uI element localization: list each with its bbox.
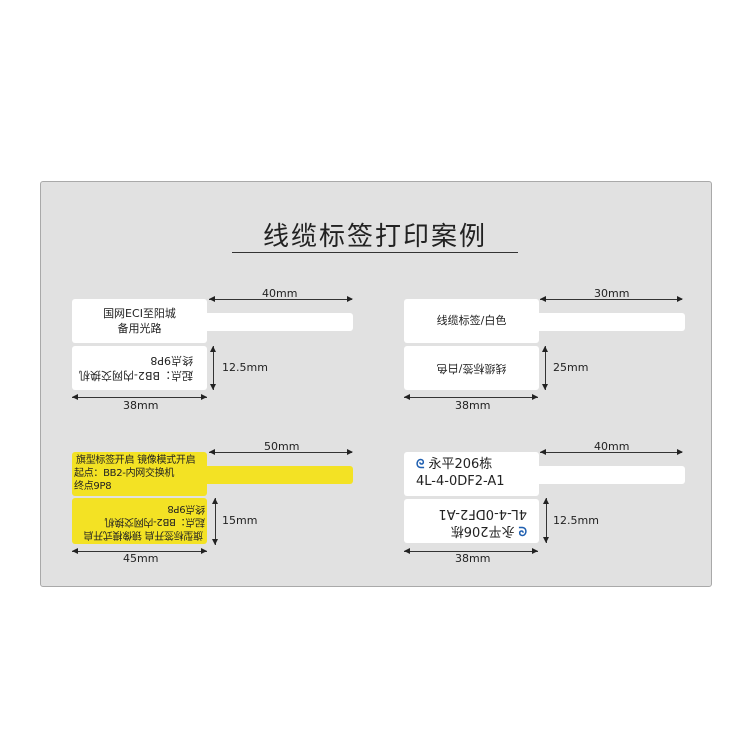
label-head-mirror: 旗型标签开启 镜像模式开启 起点：BB2-内网交换机 终点9P8 <box>72 498 207 544</box>
head-height-label: 12.5mm <box>553 514 599 527</box>
arrow-right-icon <box>201 548 207 554</box>
arrow-left-icon <box>209 449 215 455</box>
dimension-line <box>209 299 352 300</box>
arrow-up-icon <box>543 498 549 504</box>
dimension-line <box>540 452 682 453</box>
dimension-line <box>72 397 207 398</box>
label-line-mirror: 永平206栋 <box>450 523 515 538</box>
label-line: 国网ECI至阳城 <box>103 307 176 320</box>
label-line: 永平206栋 <box>428 457 493 472</box>
arrow-right-icon <box>677 449 683 455</box>
label-line: 4L-4-0DF2-A1 <box>416 474 505 489</box>
label-line: 终点9P8 <box>74 481 112 492</box>
label-line: 起点：BB2-内网交换机 <box>74 468 175 479</box>
label-head-front: 旗型标签开启 镜像模式开启 起点：BB2-内网交换机 终点9P8 <box>72 452 207 496</box>
arrow-up-icon <box>542 346 548 352</box>
head-height-label: 25mm <box>553 361 589 374</box>
label-head-mirror: 起点：BB2-内网交换机 终点9P8 <box>72 346 207 390</box>
arrow-right-icon <box>347 296 353 302</box>
head-height-label: 12.5mm <box>222 361 268 374</box>
dimension-line <box>540 299 682 300</box>
label-tail <box>539 313 685 331</box>
arrow-left-icon <box>540 296 546 302</box>
arrow-left-icon <box>540 449 546 455</box>
dimension-line <box>209 452 352 453</box>
dimension-line <box>546 498 547 543</box>
label-line-mirror: 4L-4-0DF2-A1 <box>438 506 527 521</box>
arrow-left-icon <box>72 548 78 554</box>
label-line: 线缆标签/白色 <box>436 314 507 327</box>
dimension-line <box>404 551 538 552</box>
head-height-label: 15mm <box>222 514 258 527</box>
label-line-mirror: 起点：BB2-内网交换机 <box>78 369 193 382</box>
dimension-line <box>215 498 216 545</box>
label-head-front: 国网ECI至阳城 备用光路 <box>72 299 207 343</box>
label-tail <box>539 466 685 484</box>
label-line-mirror: 终点9P8 <box>150 354 193 367</box>
label-line-mirror: 线缆标签/白色 <box>436 362 507 375</box>
arrow-up-icon <box>212 498 218 504</box>
title-underline <box>232 252 518 253</box>
telecom-logo-icon: ᘓ <box>518 524 527 538</box>
telecom-logo-icon: ᘓ <box>416 457 425 471</box>
dimension-line <box>213 346 214 390</box>
label-line-mirror: 起点：BB2-内网交换机 <box>104 516 205 527</box>
arrow-right-icon <box>347 449 353 455</box>
label-head-mirror: ᘓ永平206栋 4L-4-0DF2-A1 <box>404 499 539 543</box>
label-tail <box>207 313 353 331</box>
arrow-down-icon <box>543 537 549 543</box>
label-line: 旗型标签开启 镜像模式开启 <box>76 455 196 466</box>
arrow-right-icon <box>201 394 207 400</box>
dimension-line <box>72 551 207 552</box>
head-width-label: 45mm <box>123 552 159 565</box>
head-width-label: 38mm <box>123 399 159 412</box>
tail-length-label: 50mm <box>264 440 300 453</box>
label-line: 备用光路 <box>117 322 162 335</box>
label-line-mirror: 终点9P8 <box>167 503 205 514</box>
arrow-left-icon <box>72 394 78 400</box>
arrow-left-icon <box>404 394 410 400</box>
arrow-right-icon <box>677 296 683 302</box>
label-example-3: 旗型标签开启 镜像模式开启 起点：BB2-内网交换机 终点9P8 旗型标签开启 … <box>72 452 372 582</box>
page-title: 线缆标签打印案例 <box>262 222 487 252</box>
arrow-up-icon <box>210 346 216 352</box>
dimension-line <box>404 397 538 398</box>
tail-length-label: 40mm <box>594 440 630 453</box>
arrow-right-icon <box>532 548 538 554</box>
tail-length-label: 40mm <box>262 287 298 300</box>
arrow-down-icon <box>212 539 218 545</box>
head-width-label: 38mm <box>455 552 491 565</box>
arrow-left-icon <box>404 548 410 554</box>
label-line-mirror: 旗型标签开启 镜像模式开启 <box>83 529 203 540</box>
head-width-label: 38mm <box>455 399 491 412</box>
label-example-1: 国网ECI至阳城 备用光路 起点：BB2-内网交换机 终点9P8 <box>72 299 372 429</box>
label-head-mirror: 线缆标签/白色 <box>404 346 539 390</box>
label-tail <box>207 466 353 484</box>
arrow-left-icon <box>209 296 215 302</box>
label-head-front: 线缆标签/白色 <box>404 299 539 343</box>
dimension-line <box>545 346 546 390</box>
arrow-down-icon <box>542 384 548 390</box>
arrow-down-icon <box>210 384 216 390</box>
tail-length-label: 30mm <box>594 287 630 300</box>
arrow-right-icon <box>532 394 538 400</box>
label-example-2: 线缆标签/白色 线缆标签/白色 <box>404 299 704 429</box>
